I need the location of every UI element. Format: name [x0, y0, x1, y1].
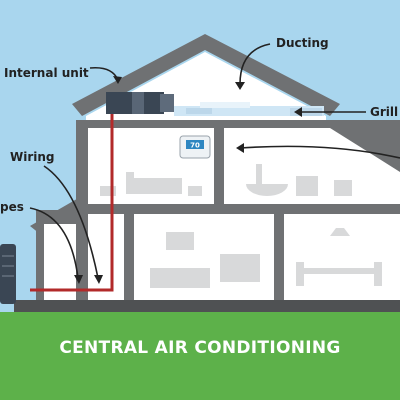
- bathtub: [246, 184, 288, 196]
- refrigerant-pipe: [30, 114, 114, 292]
- label-ducting: Ducting: [276, 36, 329, 50]
- roof-upper: [72, 34, 340, 116]
- bed: [128, 178, 182, 194]
- furniture-upper: [100, 164, 352, 196]
- internal-unit-fan: [160, 94, 174, 112]
- nightstand: [100, 186, 116, 196]
- pendant-lamp: [330, 228, 350, 236]
- thermostat: 70: [179, 135, 211, 159]
- nightstand-right: [188, 186, 202, 196]
- duct-segment: [186, 108, 212, 114]
- bed-headboard: [126, 172, 134, 194]
- pipe-line: [30, 114, 114, 292]
- tv: [220, 254, 260, 282]
- room-dining: [284, 214, 400, 300]
- annotation-arrows: [29, 43, 400, 279]
- chair-left: [296, 262, 304, 286]
- sofa: [150, 268, 210, 288]
- arrow-pipes: [29, 207, 79, 279]
- duct-main: [174, 106, 324, 116]
- foundation: [14, 300, 400, 312]
- label-grill: Grill: [370, 105, 399, 119]
- thermostat-reading: 70: [190, 142, 200, 150]
- furniture-lower: [150, 228, 382, 288]
- arrow-wiring: [43, 165, 99, 279]
- toilet: [334, 180, 352, 196]
- shower-pipe: [256, 164, 262, 184]
- label-pipes: pes: [0, 200, 24, 214]
- chair-right: [374, 262, 382, 286]
- internal-unit: [106, 92, 174, 114]
- duct-top: [200, 102, 250, 108]
- thermostat-screen: [186, 140, 204, 149]
- internal-unit-panel: [132, 92, 144, 114]
- grass-banner: [0, 312, 400, 400]
- label-wiring: Wiring: [10, 150, 55, 164]
- cabinet: [296, 176, 318, 196]
- dining-table: [300, 268, 380, 274]
- arrow-ducting: [239, 43, 271, 85]
- outdoor-unit: [0, 244, 16, 304]
- wall-picture: [166, 232, 194, 250]
- diagram-title: CENTRAL AIR CONDITIONING: [59, 338, 341, 358]
- outdoor-unit-body: [0, 244, 16, 304]
- arrow-thermostat: [239, 145, 400, 159]
- label-internal-unit: Internal unit: [4, 66, 89, 80]
- arrow-heads: [74, 76, 302, 284]
